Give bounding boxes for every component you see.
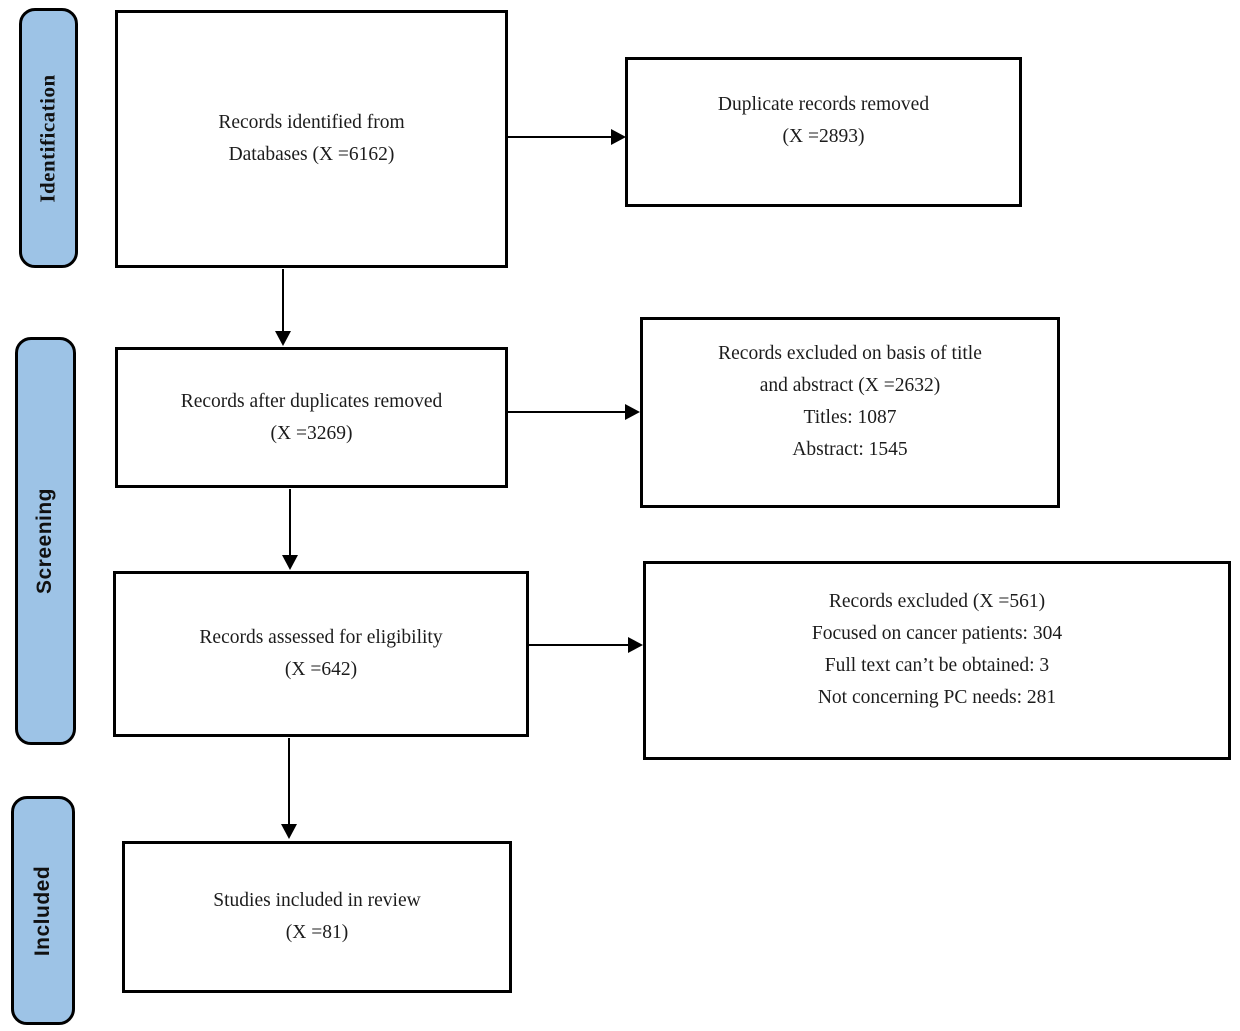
- flow-box-studies-included: Studies included in review (X =81): [122, 841, 512, 993]
- stage-label-screening: Screening: [33, 487, 57, 595]
- stage-label-identification: Identification: [36, 73, 60, 203]
- stage-pill-included: Included: [11, 796, 75, 1025]
- box-text-line: (X =642): [284, 659, 358, 680]
- arrow-assessed-to-included: [281, 738, 297, 839]
- flow-box-duplicates-removed: Duplicate records removed (X =2893): [625, 57, 1022, 207]
- box-text-line: Duplicate records removed: [717, 94, 930, 115]
- arrow-after-duplicates-to-assessed: [282, 489, 298, 570]
- arrow-identified-to-duplicates: [508, 129, 626, 145]
- box-text-line: and abstract (X =2632): [759, 374, 941, 396]
- stage-pill-identification: Identification: [19, 8, 78, 268]
- box-text-line: Abstract: 1545: [792, 438, 908, 460]
- box-text-line: Records excluded (X =561): [828, 590, 1046, 612]
- flow-box-assessed-eligibility: Records assessed for eligibility (X =642…: [113, 571, 529, 737]
- arrow-assessed-to-excluded: [529, 637, 643, 653]
- box-text-line: Full text can’t be obtained: 3: [824, 654, 1050, 676]
- stage-pill-screening: Screening: [15, 337, 76, 745]
- box-text-line: (X =3269): [270, 422, 353, 444]
- box-text-line: Not concerning PC needs: 281: [817, 686, 1057, 708]
- box-text-line: Records assessed for eligibility: [199, 627, 443, 648]
- box-text-line: Databases (X =6162): [228, 144, 395, 165]
- flow-box-excluded-eligibility: Records excluded (X =561) Focused on can…: [643, 561, 1231, 760]
- box-text-line: Records identified from: [218, 112, 405, 133]
- box-text-line: Titles: 1087: [803, 406, 897, 428]
- arrow-identified-to-after-duplicates: [275, 269, 291, 346]
- box-text-line: (X =2893): [782, 126, 865, 147]
- box-text-line: (X =81): [285, 922, 349, 943]
- flow-box-after-duplicates: Records after duplicates removed (X =326…: [115, 347, 508, 488]
- stage-label-included: Included: [31, 865, 54, 956]
- flow-box-records-identified: Records identified from Databases (X =61…: [115, 10, 508, 268]
- box-text-line: Studies included in review: [213, 890, 421, 911]
- box-text-line: Records excluded on basis of title: [718, 342, 982, 364]
- box-text-line: Records after duplicates removed: [180, 390, 443, 412]
- arrow-after-duplicates-to-excluded: [508, 404, 640, 420]
- box-text-line: Focused on cancer patients: 304: [811, 622, 1063, 644]
- flow-box-excluded-title-abstract: Records excluded on basis of title and a…: [640, 317, 1060, 508]
